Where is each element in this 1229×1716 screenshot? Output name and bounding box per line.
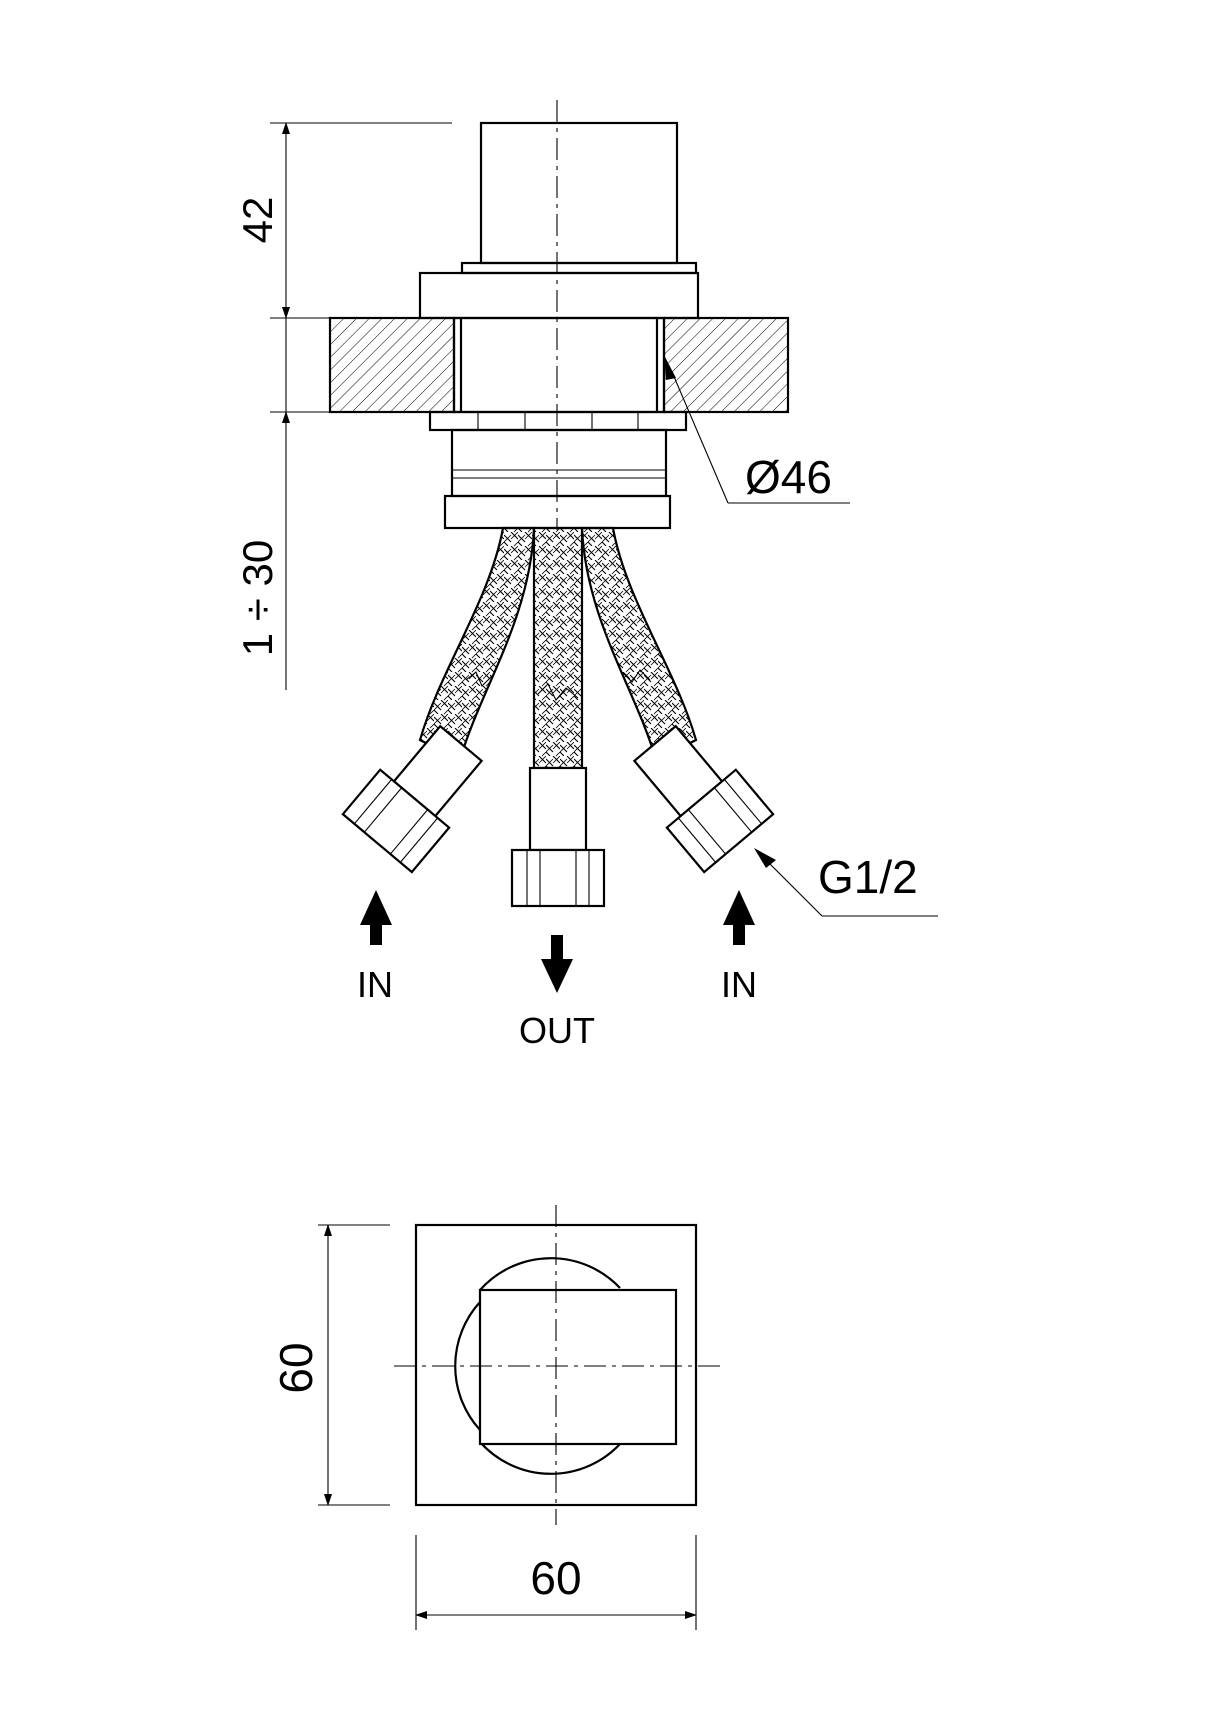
wall-section-right: [662, 316, 790, 414]
handle-cap: [479, 121, 679, 265]
wall-section-left: [328, 316, 456, 414]
fitting-left: [341, 724, 484, 874]
fitting-right: [632, 724, 775, 874]
handle-front: [478, 1288, 678, 1446]
ferrule-center: [528, 766, 588, 852]
leader-diameter: [671, 371, 729, 504]
hose-left: [418, 526, 536, 762]
nut-center: [510, 848, 606, 908]
dim-height: 60: [270, 1342, 322, 1393]
side-view: IN OUT IN 42 1 ÷ 30 Ø46 G1/2: [234, 100, 938, 1051]
flow-arrow-in-right: [723, 890, 755, 945]
label-in-left: IN: [357, 964, 393, 1005]
rosette-arc-bottom: [479, 1441, 621, 1475]
dim-diameter: Ø46: [745, 451, 832, 503]
rosette-arc-left: [454, 1301, 481, 1431]
thread-callout: G1/2: [818, 851, 918, 903]
lock-nut: [428, 410, 688, 432]
label-out: OUT: [519, 1010, 595, 1051]
front-view: 60 60: [270, 1205, 720, 1630]
cap-collar: [460, 261, 698, 275]
valve-body: [452, 316, 666, 414]
label-in-right: IN: [721, 964, 757, 1005]
hose-center: [532, 526, 584, 770]
flow-arrow-in-left: [360, 890, 392, 945]
leader-thread: [765, 859, 823, 917]
lower-body: [450, 428, 668, 498]
trim-plate: [418, 271, 700, 320]
dim-42: 42: [234, 197, 281, 244]
flow-arrow-out: [541, 935, 573, 993]
dim-adjust-range: 1 ÷ 30: [234, 540, 281, 656]
hose-right: [580, 526, 698, 762]
rosette-arc-top: [479, 1257, 621, 1291]
dim-width: 60: [530, 1552, 581, 1604]
